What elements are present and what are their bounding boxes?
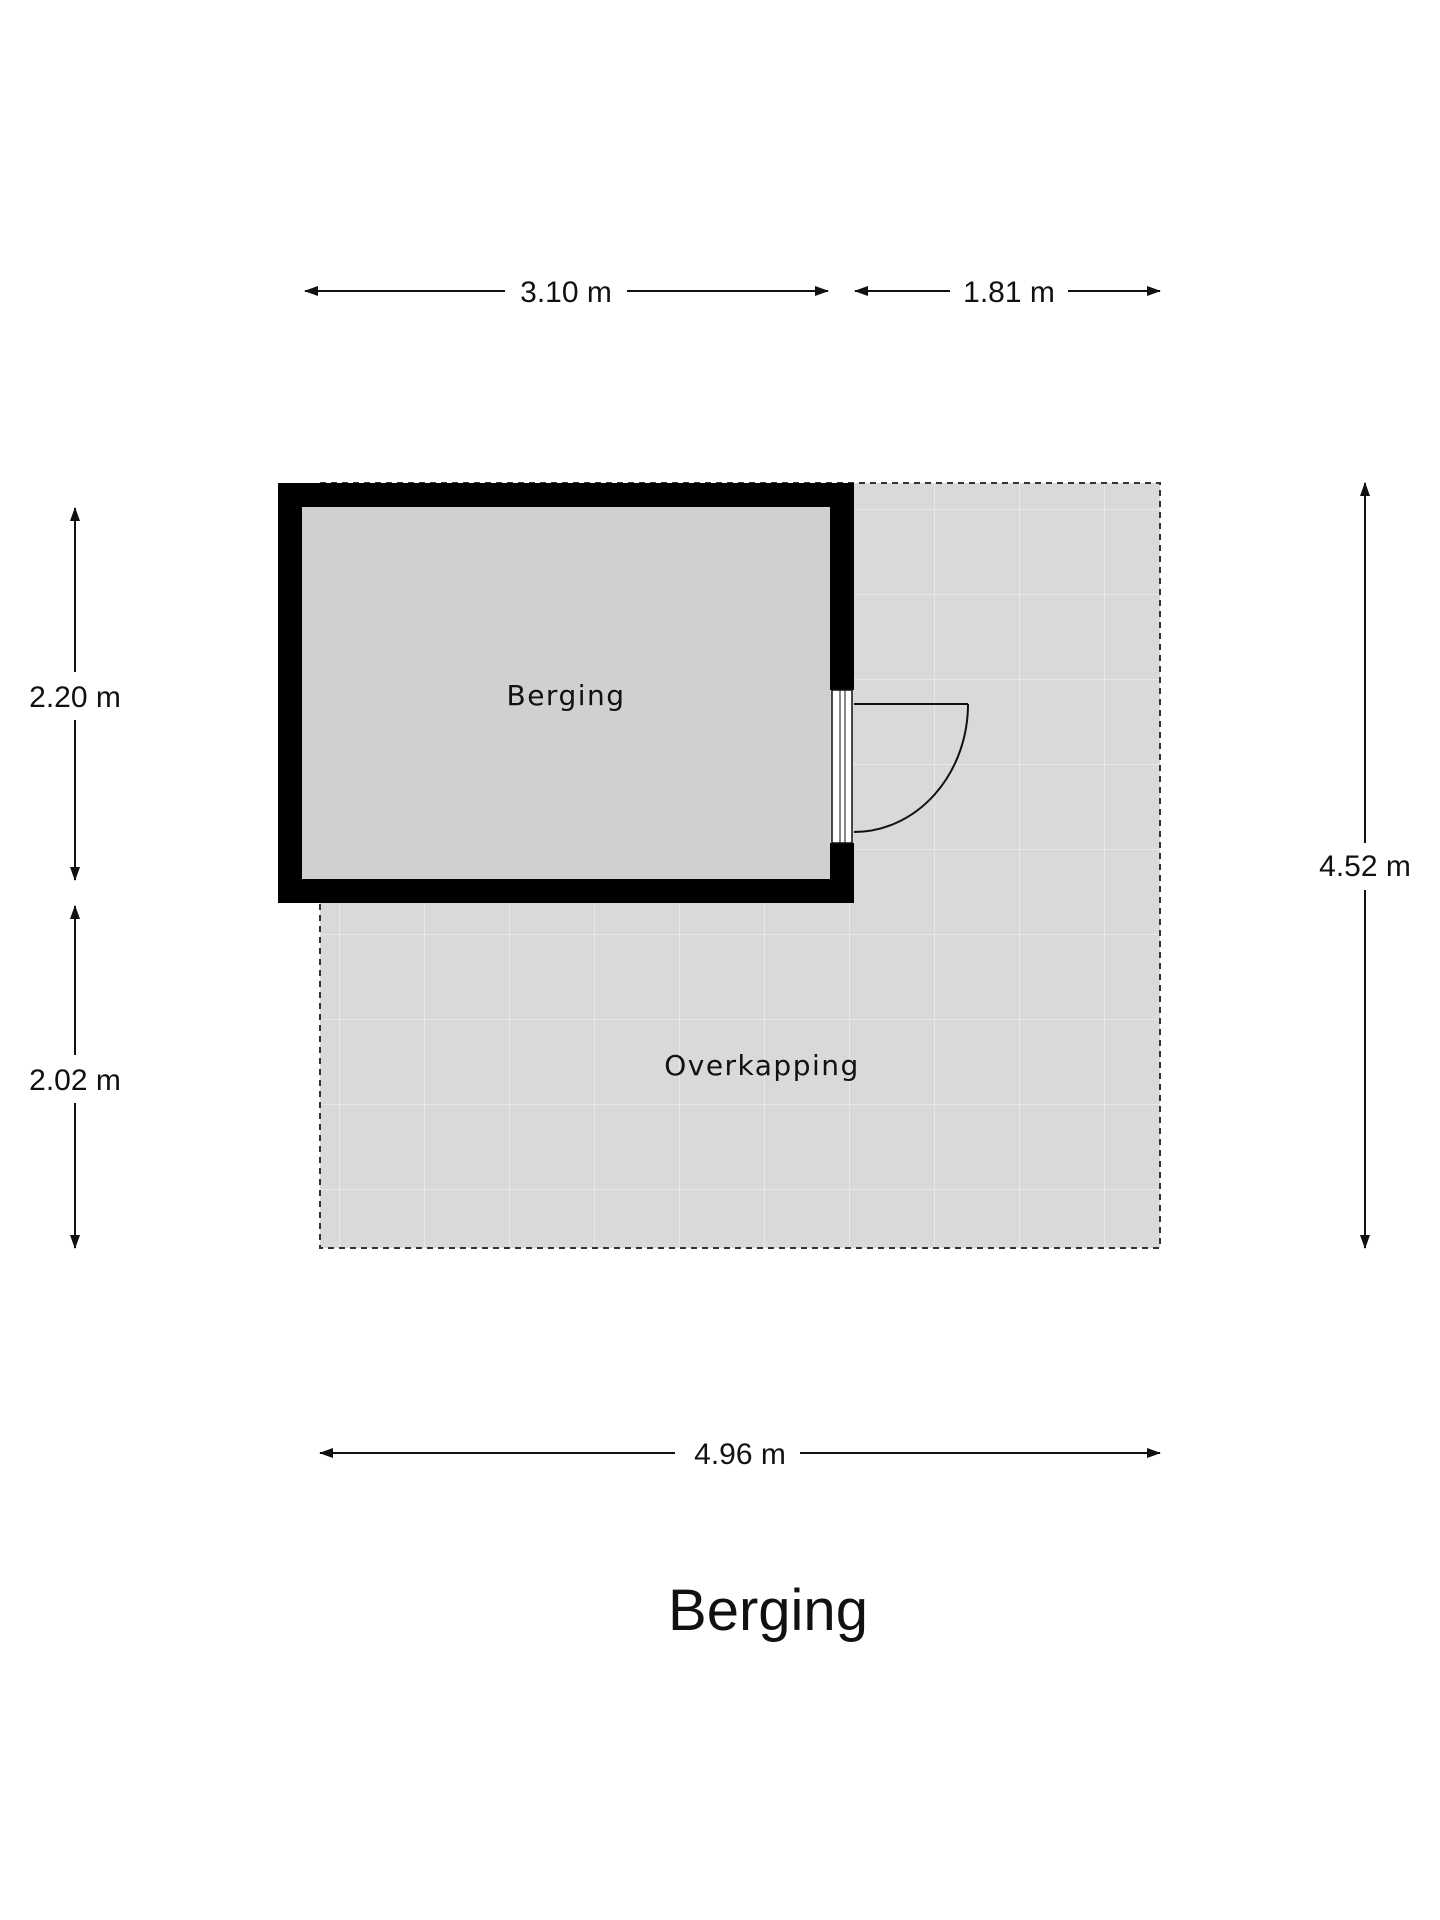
- wall-right-lower: [830, 843, 854, 903]
- dimension-left-lower: 2.02 m: [29, 905, 121, 1249]
- berging-floor: [302, 507, 830, 879]
- dimension-label-top-left: 3.10 m: [520, 276, 612, 309]
- room-label-overkapping: Overkapping: [664, 1049, 860, 1082]
- room-label-berging: Berging: [506, 679, 625, 712]
- dimension-top-right: 1.81 m: [854, 276, 1161, 309]
- dimension-label-top-right: 1.81 m: [963, 276, 1055, 309]
- dimension-label-left-lower: 2.02 m: [29, 1064, 121, 1097]
- wall-left: [278, 483, 302, 903]
- dimension-label-right: 4.52 m: [1319, 850, 1411, 883]
- wall-right-upper: [830, 483, 854, 690]
- dimension-left-upper: 2.20 m: [29, 507, 121, 881]
- dimension-right: 4.52 m: [1319, 482, 1411, 1249]
- wall-top: [278, 483, 854, 507]
- dimension-label-left-upper: 2.20 m: [29, 681, 121, 714]
- plan-title: Berging: [668, 1578, 868, 1643]
- dimension-top-left: 3.10 m: [304, 276, 829, 309]
- dimension-bottom: 4.96 m: [319, 1438, 1161, 1471]
- wall-bottom: [278, 879, 854, 903]
- dimension-label-bottom: 4.96 m: [694, 1438, 786, 1471]
- door-icon: [831, 689, 969, 844]
